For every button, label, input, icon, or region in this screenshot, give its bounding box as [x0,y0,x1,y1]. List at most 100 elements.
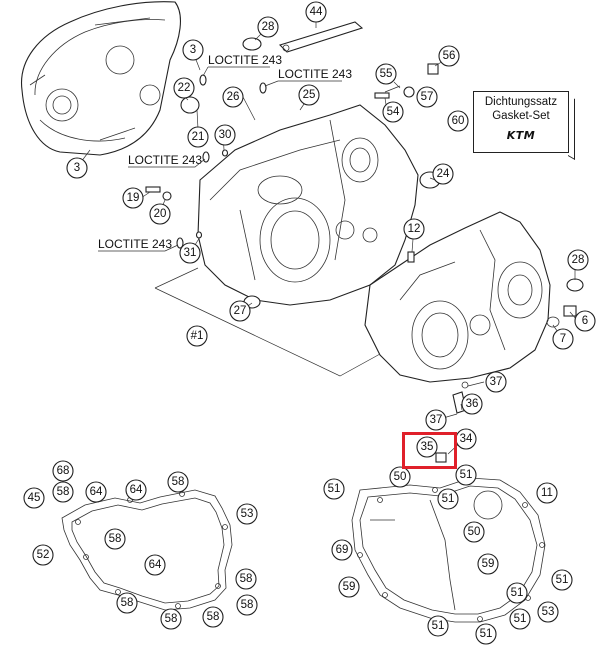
svg-text:37: 37 [430,414,443,426]
svg-text:26: 26 [227,91,240,103]
callout-58c: 58 [104,528,126,550]
callout-54: 54 [382,101,404,123]
callout-52: 52 [32,544,54,566]
svg-text:53: 53 [241,508,254,520]
svg-text:3: 3 [74,162,80,174]
callout-58f: 58 [236,594,258,616]
svg-text:51: 51 [511,587,524,599]
svg-text:31: 31 [184,247,197,259]
svg-text:54: 54 [387,106,400,118]
svg-text:30: 30 [219,129,232,141]
callout-30: 30 [214,124,236,146]
callout-59a: 59 [338,576,360,598]
svg-text:60: 60 [452,115,465,127]
svg-text:58: 58 [172,476,185,488]
gasket-set-line2: Gasket-Set [492,110,550,122]
callout-60: 60 [447,110,469,132]
callout-11: 11 [536,482,558,504]
svg-text:12: 12 [408,223,421,235]
svg-text:58: 58 [240,573,253,585]
assembly-bracket-line [154,267,381,377]
callout-58h: 58 [202,606,224,628]
svg-text:6: 6 [582,315,588,327]
svg-text:45: 45 [28,492,41,504]
svg-text:7: 7 [560,333,566,345]
crankcase-right-part [364,211,551,383]
callout-58b: 58 [167,471,189,493]
loctite-label-3: LOCTITE 243 [128,153,202,167]
svg-text:51: 51 [514,613,527,625]
callout-1: #1 [186,325,208,347]
loctite-leader-1 [202,66,270,77]
svg-text:34: 34 [460,433,473,445]
svg-text:24: 24 [437,168,450,180]
callout-3: 3 [182,39,204,61]
small-parts [145,21,584,463]
callout-37b: 37 [425,409,447,431]
svg-text:58: 58 [121,597,134,609]
svg-text:11: 11 [541,487,553,499]
svg-text:59: 59 [343,581,356,593]
callout-35: 35 [416,436,438,458]
svg-text:51: 51 [432,620,445,632]
svg-text:37: 37 [490,376,503,388]
svg-text:36: 36 [466,398,479,410]
loctite-label-2: LOCTITE 243 [278,67,352,81]
svg-text:50: 50 [468,526,481,538]
svg-text:51: 51 [556,574,569,586]
callout-6: 6 [574,310,596,332]
svg-text:28: 28 [572,254,585,266]
callout-26: 26 [222,86,244,108]
callout-3b: 3 [66,157,88,179]
loctite-leader-4 [98,244,179,252]
callout-27: 27 [229,300,251,322]
callout-20: 20 [149,203,171,225]
callout-28: 28 [257,16,279,38]
loctite-label-4: LOCTITE 243 [98,237,172,251]
callout-68: 68 [52,460,74,482]
callout-24: 24 [432,163,454,185]
svg-text:58: 58 [207,611,220,623]
svg-text:64: 64 [130,484,143,496]
svg-text:55: 55 [380,68,393,80]
callout-7: 7 [552,328,574,350]
clutch-cover-part [21,1,181,156]
gasket-set-line1: Dichtungssatz [484,96,558,108]
svg-text:57: 57 [421,91,434,103]
svg-text:44: 44 [310,6,323,18]
svg-text:64: 64 [149,559,162,571]
svg-text:58: 58 [165,613,178,625]
ktm-logo: KTM [506,129,536,142]
callout-59b: 59 [477,553,499,575]
callout-28b: 28 [567,249,589,271]
callout-25: 25 [298,84,320,106]
callout-44: 44 [305,1,327,23]
callout-50a: 50 [389,466,411,488]
svg-text:53: 53 [542,606,555,618]
svg-text:58: 58 [241,599,254,611]
callout-50b: 50 [463,521,485,543]
callout-53b: 53 [537,601,559,623]
svg-text:58: 58 [109,533,122,545]
callout-31: 31 [179,242,201,264]
callout-57: 57 [416,86,438,108]
svg-text:59: 59 [482,558,495,570]
callout-69: 69 [331,539,353,561]
callout-51d: 51 [551,569,573,591]
svg-text:35: 35 [421,441,434,453]
svg-text:27: 27 [234,305,247,317]
part-35-highlight [402,432,457,469]
callout-22: 22 [173,77,195,99]
loctite-leader-2 [264,80,342,87]
svg-text:51: 51 [480,628,493,640]
svg-text:52: 52 [37,549,50,561]
svg-text:22: 22 [178,82,191,94]
callout-51h: 51 [475,623,497,645]
callout-58g: 58 [160,608,182,630]
svg-text:21: 21 [192,131,205,143]
callout-51b: 51 [323,478,345,500]
svg-text:51: 51 [328,483,341,495]
svg-text:28: 28 [262,21,275,33]
svg-text:56: 56 [443,50,456,62]
